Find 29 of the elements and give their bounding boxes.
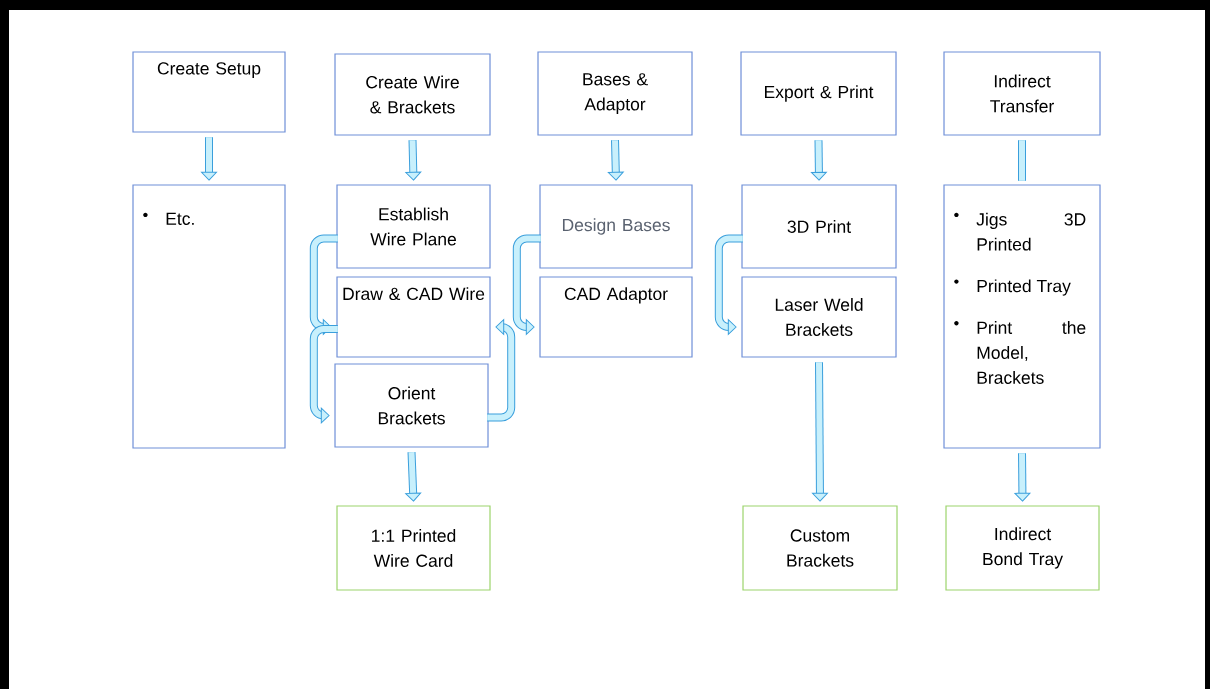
list-box: Jigs 3D Printed Printed Tray Print the Model, Brackets (943, 184, 1101, 449)
stage-box: Export & Print (740, 51, 897, 136)
stage-box: Indirect Transfer (943, 51, 1101, 136)
arrow (309, 325, 338, 424)
result-box: Custom Brackets (742, 505, 898, 591)
arrow (487, 319, 516, 422)
step-box: CAD Adaptor (539, 276, 693, 358)
result-box: 1:1 Printed Wire Card (336, 505, 491, 591)
step-box: Orient Brackets (334, 363, 489, 448)
arrow (607, 140, 624, 181)
step-box: Establish Wire Plane (336, 184, 491, 269)
arrow (405, 140, 422, 181)
arrow (309, 234, 338, 335)
arrow (512, 234, 541, 335)
arrow (714, 234, 743, 335)
arrow (1014, 453, 1031, 502)
step-box: Draw & CAD Wire (336, 276, 491, 358)
stage-box: Create Wire & Brackets (334, 53, 491, 136)
list-box: Etc. (132, 184, 286, 449)
arrow (405, 452, 422, 502)
arrow (810, 140, 827, 181)
result-box: Indirect Bond Tray (945, 505, 1100, 591)
step-box: 3D Print (741, 184, 897, 269)
step-box: Design Bases (539, 184, 693, 269)
step-box: Laser Weld Brackets (741, 276, 897, 358)
stage-box: Create Setup (132, 51, 286, 133)
arrow (201, 137, 217, 181)
arrow (812, 362, 828, 502)
stage-box: Bases & Adaptor (537, 51, 693, 136)
